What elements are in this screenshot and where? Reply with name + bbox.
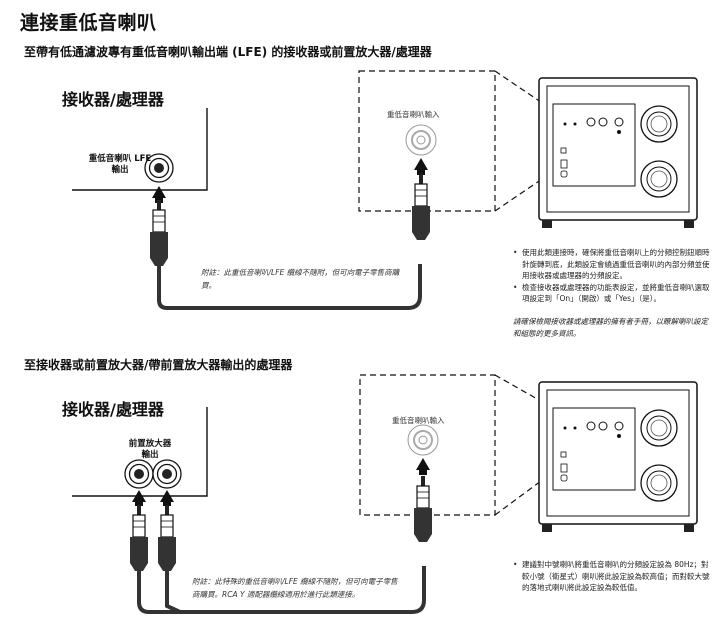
preamp-output-jack-l (124, 459, 154, 489)
receiver-outline-2 (72, 407, 208, 497)
manual-note: 請確保檢閱接收器或處理器的擁有者手冊，以瞭解喇叭設定和組態的更多資訊。 (513, 317, 708, 338)
lfe-cable-plug-left (149, 186, 169, 267)
section1-heading: 至帶有低通濾波專有重低音喇叭輸出端 (LFE) 的接收器或前置放大器/處理器 (24, 45, 432, 59)
section2-heading: 至接收器或前置放大器/帶前置放大器輸出的處理器 (24, 358, 293, 372)
sub-input-jack-1 (405, 124, 437, 156)
bullet-list-2: 建議對中號喇叭將重低音喇叭的分頻設定設為 80Hz；對較小號（衛星式）喇叭將此設… (513, 559, 713, 594)
page-title: 連接重低音喇叭 (20, 12, 157, 34)
preamp-plugs (129, 490, 177, 572)
subwoofer-2 (538, 381, 698, 533)
receiver-outline-1 (72, 108, 208, 191)
sub-input-jack-2 (407, 424, 439, 456)
y-cable-2 (137, 566, 426, 614)
cable-note-2: 附註：此特殊的重低音喇叭/LFE 纜線不隨附，但可向電子零售商購買。RCA Y … (192, 577, 398, 599)
cable-note-1: 附註：此重低音喇叭/LFE 纜線不隨附，但可向電子零售商購買。 (201, 268, 400, 290)
receiver-label-1: 接收器/處理器 (62, 90, 164, 109)
bullet-list-1: 使用此類連接時，確保將重低音喇叭上的分頻控制鈕順時針旋轉到底，此類設定會繞過重低… (513, 247, 713, 305)
sub-input-plug-1 (411, 158, 431, 241)
bullet-item: 建議對中號喇叭將重低音喇叭的分頻設定設為 80Hz；對較小號（衛星式）喇叭將此設… (513, 559, 713, 594)
sub-input-label-2: 重低音喇叭輸入 (392, 416, 445, 425)
bullet-item: 檢查接收器或處理器的功能表設定，並將重低音喇叭選取項設定到「On」（開啟）或「Y… (513, 282, 713, 305)
bullet-item: 使用此類連接時，確保將重低音喇叭上的分頻控制鈕順時針旋轉到底，此類設定會繞過重低… (513, 247, 713, 282)
sub-input-plug-2 (413, 458, 433, 543)
lfe-cable-1 (157, 264, 422, 310)
receiver-label-2: 接收器/處理器 (62, 400, 164, 419)
preamp-output-label: 前置放大器 輸出 (128, 439, 172, 460)
sub-input-label-1: 重低音喇叭輸入 (387, 110, 440, 119)
subwoofer-1 (538, 77, 698, 229)
lfe-output-label: 重低音喇叭 LFE 輸出 (88, 154, 152, 175)
preamp-output-jack-r (152, 459, 182, 489)
